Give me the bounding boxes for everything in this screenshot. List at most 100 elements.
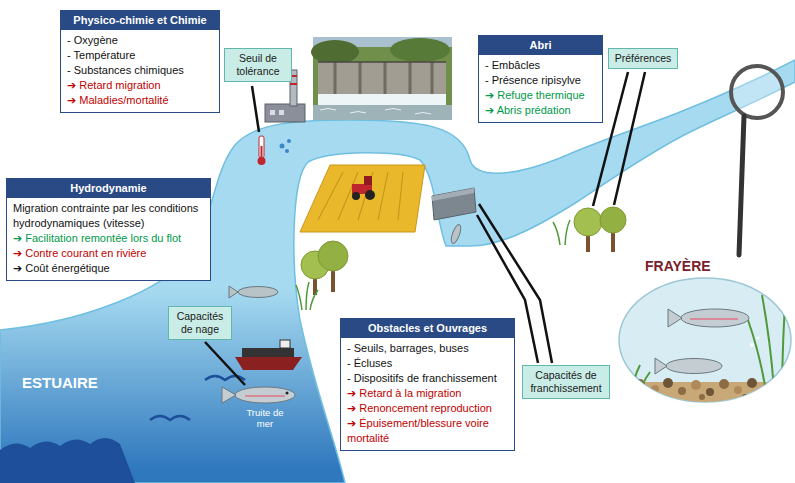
panel-item: - Oxygène [61, 33, 219, 48]
tag-text: Capacités de franchissement [526, 369, 606, 395]
panel-item: ➔ Coût énergétique [7, 261, 210, 276]
factor-panel: HydrodynamieMigration contrainte par les… [6, 178, 211, 281]
factor-panel: Abri - Embâcles- Présence ripisylve➔ Refu… [478, 35, 603, 123]
tractor-cab [364, 176, 372, 185]
gravel [651, 385, 659, 393]
panel-heading: Abri [479, 36, 602, 55]
tag-text: Capacités de nage [172, 310, 228, 336]
trout-stripe [245, 395, 285, 397]
panel-item: - Écluses [341, 356, 514, 371]
region-label: FRAYÈRE [645, 258, 711, 274]
panel-item: - Dispositifs de franchissement [341, 371, 514, 386]
region-label: ESTUAIRE [22, 374, 98, 392]
wave-curl [150, 416, 190, 420]
thermometer-fluid [261, 146, 263, 158]
trout-tail [655, 358, 667, 374]
bubble [750, 343, 754, 347]
panel-item: - Température [61, 48, 219, 63]
river [0, 60, 795, 483]
tree-crown [574, 208, 602, 236]
factory-building [265, 104, 305, 122]
photo-ripples [320, 109, 431, 115]
boat-deck [242, 348, 294, 357]
reeds [553, 220, 570, 245]
panel-item: ➔ Retard à la migration [341, 386, 514, 401]
photo-dam-wall [318, 62, 446, 94]
factory-window [270, 110, 275, 115]
sea-waves [0, 438, 135, 483]
species-label: Truite de mer [240, 407, 290, 429]
panel-item: - Présence ripisylve [479, 73, 602, 88]
photo-waterfall [318, 94, 446, 105]
bubble [757, 337, 760, 340]
photo-dam-pillars [335, 62, 432, 94]
panel-item: ➔ Contre courant en rivière [7, 246, 210, 261]
farm-field [300, 165, 425, 232]
photo-water [313, 105, 452, 120]
gravel [762, 385, 770, 393]
tractor-wheel [365, 190, 375, 200]
gravel [691, 380, 701, 390]
tree-crown [318, 241, 348, 271]
reeds [296, 282, 318, 310]
dam-top [432, 188, 474, 201]
thermometer [259, 136, 264, 158]
trout-tail [668, 309, 682, 327]
trait-tag: Seuil de tolérance [224, 48, 292, 82]
thermometer-bulb [258, 157, 266, 165]
fish-tail [229, 286, 238, 298]
panel-heading: Physico-chimie et Chimie [61, 11, 219, 30]
trait-tag: Préférences [608, 48, 678, 69]
panel-item: - Seuils, barrages, buses [341, 341, 514, 356]
tractor-wheel [352, 192, 360, 200]
factory-window [279, 110, 284, 115]
tree-crown [600, 207, 626, 233]
gravel [747, 378, 757, 388]
tree-trunk [331, 268, 335, 292]
panel-item: Migration contrainte par les conditions … [7, 201, 210, 231]
field-furrows [318, 172, 403, 220]
gravel [706, 388, 714, 396]
panel-item: ➔ Facilitation remontée lors du flot [7, 231, 210, 246]
panel-heading: Hydrodynamie [7, 179, 210, 198]
tag-text: Seuil de tolérance [228, 52, 288, 78]
trout [666, 359, 722, 374]
panel-item: ➔ Renoncement reproduction [341, 401, 514, 416]
tag-text: Préférences [612, 52, 674, 65]
leader-line [614, 72, 645, 205]
bubble [287, 139, 291, 143]
panel-item: ➔ Maladies/mortalité [61, 93, 219, 108]
panel-item: ➔ Refuge thermique [479, 88, 602, 103]
gravel [663, 378, 673, 388]
gravel-bed [615, 382, 795, 407]
magnifier-handle [739, 116, 744, 255]
photo-railing [318, 61, 446, 63]
panel-item: - Embâcles [479, 58, 602, 73]
gravel [678, 387, 686, 395]
fish [449, 223, 462, 244]
panel-item: - Substances chimiques [61, 63, 219, 78]
trout-tail [222, 387, 236, 403]
factor-panel: Obstacles et Ouvrages - Seuils, barrages,… [340, 318, 515, 451]
trait-tag: Capacités de nage [168, 306, 232, 340]
trout-eye [286, 392, 289, 395]
factor-panel: Physico-chimie et Chimie - Oxygène- Tempé… [60, 10, 220, 113]
trout-stripe [690, 318, 738, 320]
reeds [630, 290, 786, 405]
leader-line [252, 86, 259, 132]
bubble [280, 144, 285, 149]
panel-heading: Obstacles et Ouvrages [341, 319, 514, 338]
photo-trees [311, 40, 359, 64]
leader-line [205, 342, 245, 385]
fish [238, 287, 278, 298]
spawning-scene [615, 290, 795, 407]
trait-tag: Capacités de franchissement [522, 365, 610, 399]
gravel [734, 386, 742, 394]
trout [681, 309, 749, 327]
gravel [719, 379, 729, 389]
magnifier-lens [731, 66, 783, 118]
gravel [699, 394, 705, 400]
panel-item: ➔ Retard migration [61, 78, 219, 93]
panel-item: ➔ Épuisement/blessure voire mortalité [341, 416, 514, 446]
